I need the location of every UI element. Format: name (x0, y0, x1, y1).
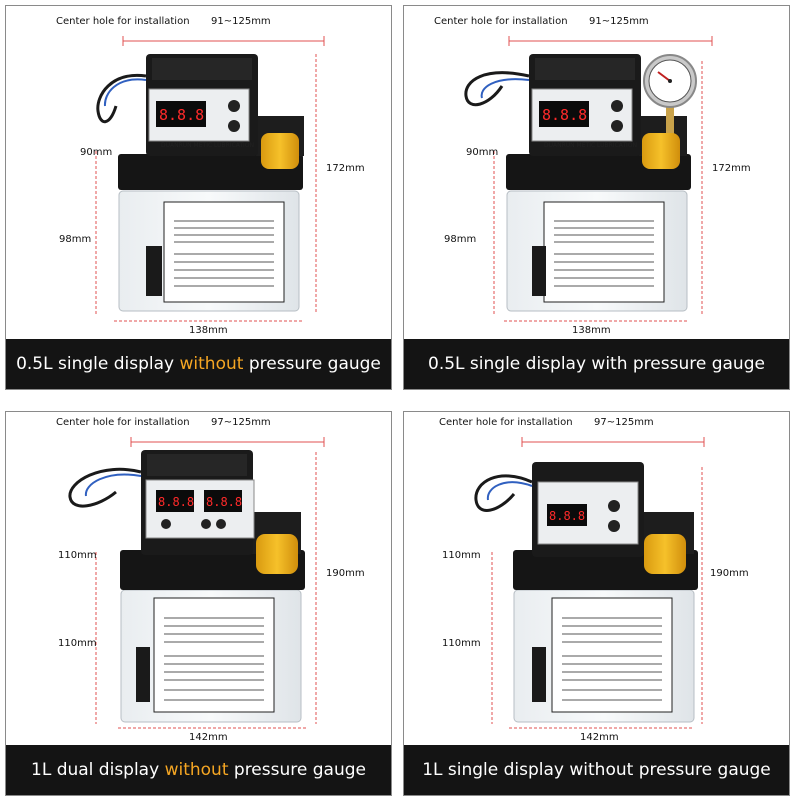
tank-height-dimension: 98mm (59, 234, 92, 245)
install-range: 91~125mm (211, 16, 271, 27)
lubrication-pump-illustration: 8.8.8 8.8.8 (68, 437, 325, 729)
width-dimension: 142mm (580, 732, 619, 743)
product-panel-4: 8.8.8 Center hole for installation 97~12… (403, 411, 790, 796)
width-dimension: 142mm (189, 732, 228, 743)
tank-height-dimension: 110mm (442, 638, 481, 649)
tank-height-dimension: 110mm (58, 638, 97, 649)
caption-text: 0.5L single display (16, 354, 180, 374)
lubrication-pump-illustration: 8.8.8 (474, 437, 705, 729)
caption-text-end: pressure gauge (228, 760, 366, 780)
upper-height-dimension: 110mm (58, 550, 97, 561)
product-panel-3: 8.8.8 8.8.8 Center hole for installation… (5, 411, 392, 796)
caption-highlight: without (164, 760, 229, 780)
panel-caption: 1L dual display without pressure gauge (6, 745, 391, 795)
product-panel-2: 8.8.8 Center hole for installation 91~12… (403, 5, 790, 390)
svg-text:8.8.8: 8.8.8 (159, 106, 204, 124)
product-panel-1: 8.8.8 Center hole for installation 91~12… (5, 5, 392, 390)
install-range: 97~125mm (594, 417, 654, 428)
install-label: Center hole for installation (434, 16, 568, 27)
height-dimension: 190mm (326, 568, 365, 579)
upper-height-dimension: 110mm (442, 550, 481, 561)
lubrication-pump-illustration: 8.8.8 (95, 36, 325, 322)
svg-text:8.8.8: 8.8.8 (549, 509, 585, 523)
width-dimension: 138mm (189, 325, 228, 336)
caption-text-end: pressure gauge (243, 354, 381, 374)
install-range: 97~125mm (211, 417, 271, 428)
caption-text: 1L dual display (31, 760, 165, 780)
svg-text:8.8.8: 8.8.8 (206, 495, 242, 509)
svg-text:8.8.8: 8.8.8 (158, 495, 194, 509)
lubrication-pump-illustration: 8.8.8 (464, 36, 713, 322)
panel-caption: 1L single display without pressure gauge (404, 745, 789, 795)
tank-height-dimension: 98mm (444, 234, 477, 245)
caption-highlight: without (179, 354, 244, 374)
install-label: Center hole for installation (439, 417, 573, 428)
height-dimension: 172mm (326, 163, 365, 174)
caption-text: 1L single display without pressure gauge (422, 760, 771, 780)
height-dimension: 190mm (710, 568, 749, 579)
install-label: Center hole for installation (56, 417, 190, 428)
width-dimension: 138mm (572, 325, 611, 336)
brand-label: DUANRUN METIC LUBRICATION (544, 142, 638, 149)
upper-height-dimension: 90mm (466, 147, 499, 158)
upper-height-dimension: 90mm (80, 147, 113, 158)
brand-label: DUANRUN METIC LUBRICATION (161, 142, 255, 149)
install-label: Center hole for installation (56, 16, 190, 27)
install-range: 91~125mm (589, 16, 649, 27)
panel-caption: 0.5L single display with pressure gauge (404, 339, 789, 389)
panel-caption: 0.5L single display without pressure gau… (6, 339, 391, 389)
svg-text:8.8.8: 8.8.8 (542, 106, 587, 124)
caption-text: 0.5L single display with pressure gauge (428, 354, 765, 374)
height-dimension: 172mm (712, 163, 751, 174)
